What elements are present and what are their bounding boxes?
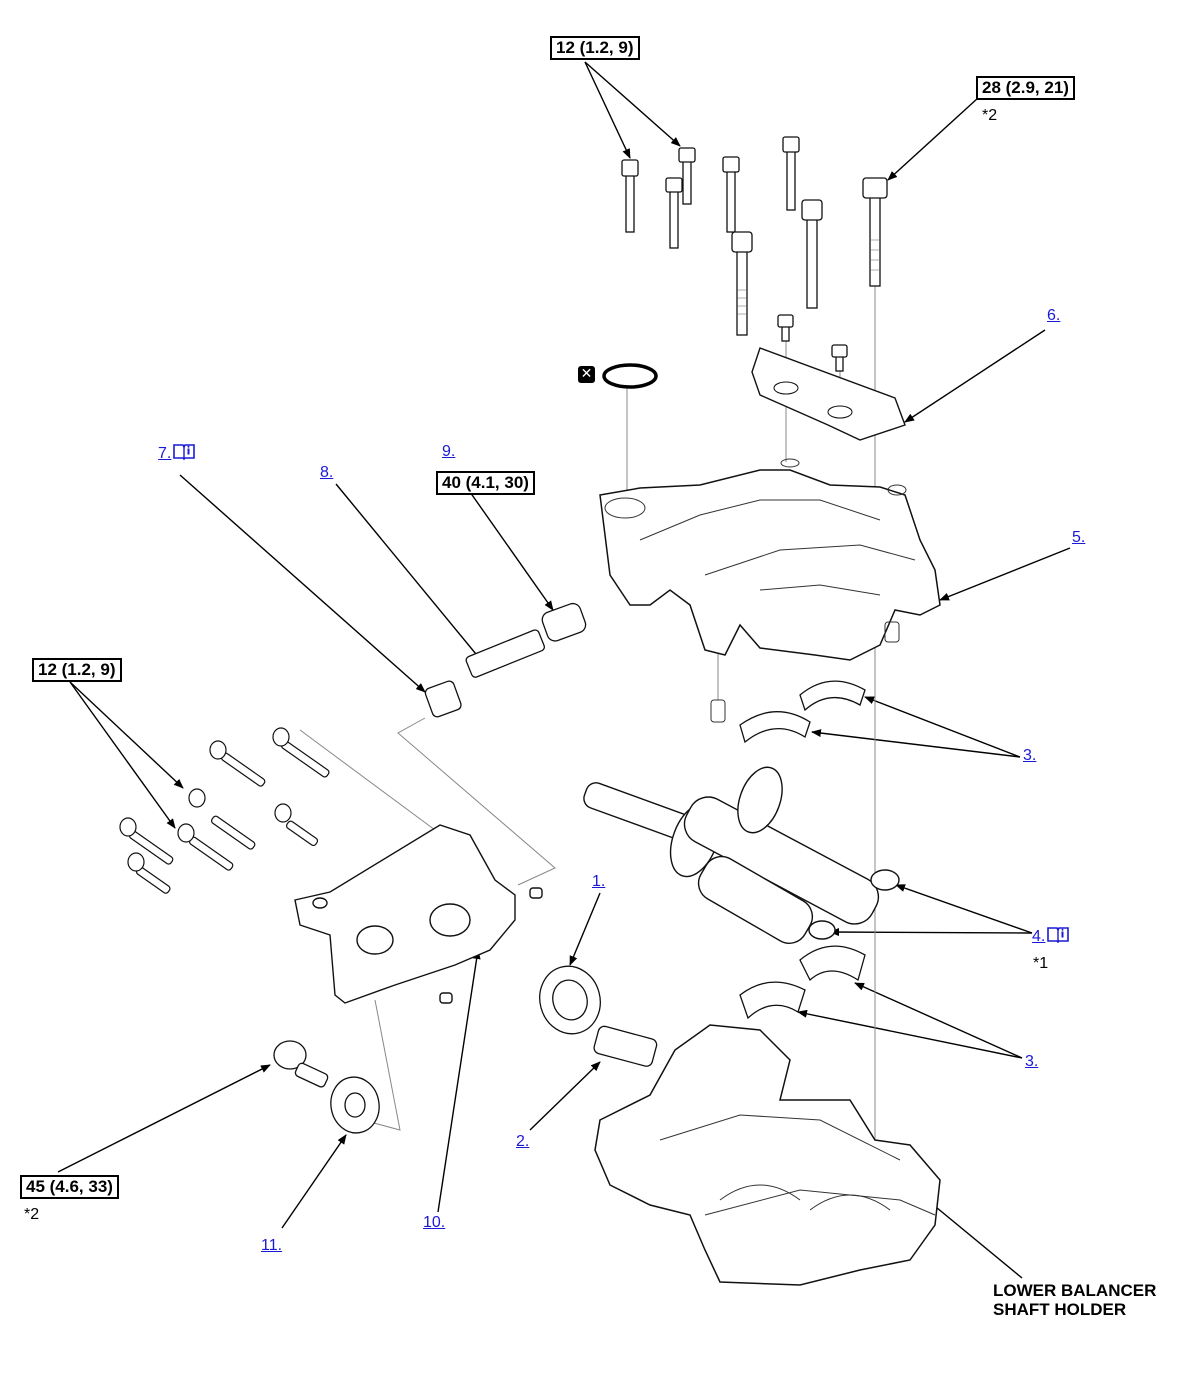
torque-spec-gear-bolt: 45 (4.6, 33) — [20, 1175, 119, 1199]
bolt-threads — [738, 239, 879, 315]
callout-9[interactable]: 9. — [442, 443, 456, 460]
callout-7: 7. — [158, 445, 172, 462]
callout-11[interactable]: 11. — [261, 1237, 283, 1254]
balancer-shafts — [583, 766, 900, 944]
upper-holder-details — [604, 458, 916, 723]
callout-1[interactable]: 1. — [592, 873, 606, 890]
relief-valve-parts — [424, 602, 587, 718]
torque-spec-pump-bolts: 12 (1.2, 9) — [32, 658, 122, 682]
oil-pump — [294, 824, 543, 1004]
callout-8[interactable]: 8. — [320, 464, 334, 481]
service-info-book-icon — [1047, 927, 1070, 943]
o-ring — [602, 363, 658, 389]
callout-3-upper[interactable]: 3. — [1023, 747, 1037, 764]
bearings — [739, 680, 866, 1020]
note-balancer-shafts: *1 — [1033, 955, 1049, 972]
pump-bolts — [119, 727, 330, 894]
callout-4: 4. — [1032, 928, 1046, 945]
baffle-plate — [751, 347, 906, 441]
callout-6[interactable]: 6. — [1047, 307, 1061, 324]
callout-5[interactable]: 5. — [1072, 529, 1086, 546]
callout-7-link[interactable]: 7. — [158, 443, 196, 463]
note-long-bolt: *2 — [982, 107, 998, 124]
torque-spec-relief-plug: 40 (4.1, 30) — [436, 471, 535, 495]
pump-rotors — [539, 965, 658, 1067]
top-bolts — [621, 136, 888, 372]
note-gear-bolt: *2 — [24, 1206, 40, 1223]
callout-10[interactable]: 10. — [423, 1214, 446, 1231]
torque-spec-top-bolts: 12 (1.2, 9) — [550, 36, 640, 60]
lower-holder-details — [659, 1114, 936, 1216]
service-info-book-icon — [173, 444, 196, 460]
lower-balancer-shaft-holder-label: LOWER BALANCER SHAFT HOLDER — [993, 1281, 1156, 1319]
callout-2[interactable]: 2. — [516, 1133, 530, 1150]
lower-balancer-shaft-holder — [594, 1024, 941, 1286]
drive-gear-and-bolt — [273, 1040, 380, 1134]
callout-3-lower[interactable]: 3. — [1025, 1053, 1039, 1070]
leader-lines — [57, 61, 1071, 1279]
upper-balancer-shaft-holder — [599, 469, 941, 661]
callout-4-link[interactable]: 4. — [1032, 926, 1070, 946]
torque-spec-long-bolt: 28 (2.9, 21) — [976, 76, 1075, 100]
replace-part-icon: ✕ — [578, 366, 595, 383]
caption-line-2: SHAFT HOLDER — [993, 1300, 1127, 1319]
caption-line-1: LOWER BALANCER — [993, 1281, 1157, 1300]
